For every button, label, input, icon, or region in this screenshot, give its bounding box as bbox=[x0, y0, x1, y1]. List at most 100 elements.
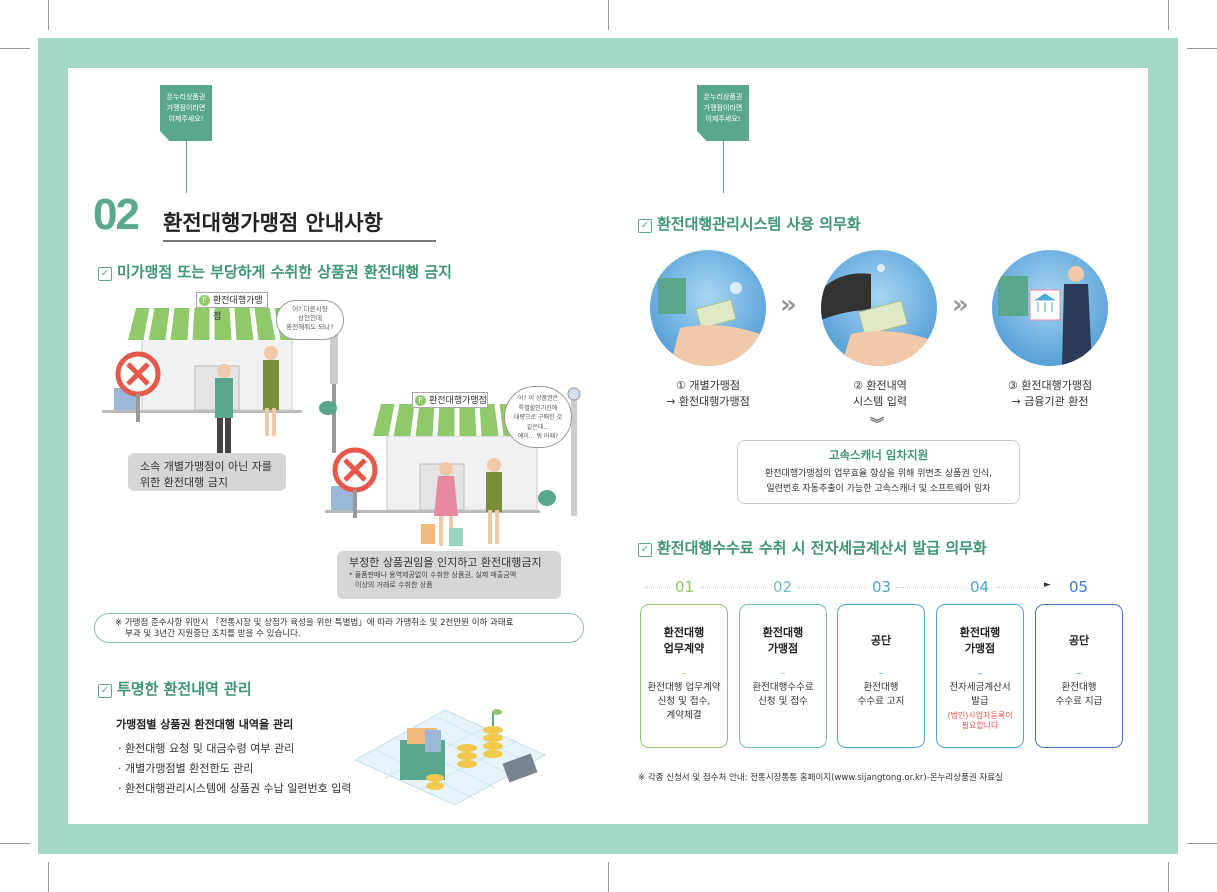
process-card-3: 공단 – 환전대행 수수료 고지 bbox=[837, 604, 925, 748]
list-item: · 개별가맹점별 환전한도 관리 bbox=[118, 762, 254, 775]
chevron-down-icon: ︾ bbox=[870, 417, 884, 433]
crop-mark bbox=[48, 862, 49, 892]
brand-tag-right: 온누리상품권 가맹점이라면 이제주세요! bbox=[697, 85, 749, 141]
process-card-2: 환전대행 가맹점 – 환전대행수수료 신청 및 접수 bbox=[739, 604, 827, 748]
card-divider: – bbox=[681, 668, 687, 679]
checkbox-icon: ✓ bbox=[638, 543, 652, 557]
step-caption-line: → 환전대행가맹점 bbox=[666, 395, 750, 408]
card-divider: – bbox=[1076, 668, 1082, 679]
section-heading-text: 환전대행수수료 수취 시 전자세금계산서 발급 의무화 bbox=[657, 539, 987, 557]
prohibition-box-2: 부정한 상품권임을 인지하고 환전대행금지 * 물품판매나 용역제공없이 수취한… bbox=[337, 551, 561, 599]
double-chevron-right-icon: » bbox=[952, 290, 969, 320]
crop-mark bbox=[0, 843, 30, 844]
section-heading-text: 환전대행관리시스템 사용 의무화 bbox=[657, 215, 861, 233]
section-number: 02 bbox=[93, 190, 140, 239]
card-desc: 환전대행 bbox=[863, 682, 899, 693]
section-heading-text: 미가맹점 또는 부당하게 수취한 상품권 환전대행 금지 bbox=[117, 263, 452, 281]
card-divider: – bbox=[977, 668, 983, 679]
card-desc: 신청 및 접수, bbox=[657, 696, 711, 707]
card-title: 업무계약 bbox=[663, 642, 705, 655]
note-line: 부과 및 3년간 지원중단 조치를 받을 수 있습니다. bbox=[125, 629, 301, 639]
step-number: 04 bbox=[970, 578, 990, 596]
crop-mark bbox=[1187, 48, 1217, 49]
process-card-4: 환전대행 가맹점 – 전자세금계산서 발급 (법인)사업자등록이 필요합니다 bbox=[936, 604, 1024, 748]
card-divider: – bbox=[780, 668, 786, 679]
prohibition-box-1: 소속 개별가맹점이 아닌 자를 위한 환전대행 금지 bbox=[128, 453, 286, 491]
card-title: 가맹점 bbox=[767, 642, 799, 655]
list-item: · 환전대행관리시스템에 상품권 수납 일련번호 입력 bbox=[118, 782, 352, 795]
crop-mark bbox=[608, 0, 609, 30]
brand-tag-line: 가맹점이라면 bbox=[166, 104, 206, 112]
card-title: 환전대행 bbox=[663, 626, 705, 639]
timeline-dots bbox=[700, 587, 768, 588]
exchange-illustration bbox=[658, 278, 760, 366]
bubble-line: 에이... 뭐 어때? bbox=[517, 433, 559, 440]
step-caption-line: ③ 환전대행가맹점 bbox=[1007, 379, 1093, 392]
card-title: 환전대행 bbox=[959, 626, 1001, 639]
step-number: 02 bbox=[773, 578, 793, 596]
card-desc: 환전대행수수료 bbox=[752, 682, 814, 693]
note-line: ※ 가맹점 준수사항 위반시 「전통시장 및 상점가 육성을 위한 특별법」에 … bbox=[115, 618, 514, 628]
box-sub-text: * 물품판매나 용역제공없이 수취한 상품권, 실제 매출금액 bbox=[349, 571, 517, 579]
crop-mark bbox=[1168, 0, 1169, 30]
tag-line bbox=[723, 141, 724, 193]
timeline-dots bbox=[798, 587, 866, 588]
card-title: 공단 bbox=[870, 634, 892, 647]
brand-tag-line: 이제주세요! bbox=[168, 115, 204, 123]
sign-logo-icon: F bbox=[199, 295, 210, 306]
sign-logo-icon: F bbox=[415, 395, 426, 406]
section-heading-system: ✓ 환전대행관리시스템 사용 의무화 bbox=[638, 213, 861, 234]
step-caption-3: ③ 환전대행가맹점 → 금융기관 환전 bbox=[982, 378, 1118, 410]
shop-illustration-1 bbox=[102, 307, 341, 454]
section-heading-prohibition: ✓ 미가맹점 또는 부당하게 수취한 상품권 환전대행 금지 bbox=[98, 261, 452, 282]
card-desc: 환전대행 업무계약 bbox=[647, 682, 721, 693]
card-desc: 수수료 고지 bbox=[857, 696, 905, 707]
step-caption-line: ① 개별가맹점 bbox=[676, 379, 740, 392]
brand-tag-line: 온누리상품권 bbox=[166, 93, 206, 101]
step-number: 03 bbox=[872, 578, 892, 596]
shop-sign-text: 환전대행가맹점 bbox=[213, 296, 263, 322]
bubble-line: 대량으로 구매한 것 bbox=[514, 414, 562, 421]
bubble-line: 환전해줘도 되나? bbox=[286, 323, 334, 331]
crop-mark bbox=[1168, 862, 1169, 892]
box-line: 위한 환전대행 금지 bbox=[140, 476, 228, 489]
card-title: 가맹점 bbox=[964, 642, 996, 655]
step-caption-line: ② 환전내역 bbox=[853, 379, 907, 392]
checkbox-icon: ✓ bbox=[98, 267, 112, 281]
card-title: 환전대행 bbox=[762, 626, 804, 639]
step-circle-3 bbox=[992, 250, 1108, 366]
step-circle-2 bbox=[821, 250, 937, 366]
scanner-support-box: 고속스캐너 임차지원 환전대행가맹점의 업무효율 향상을 위해 위변조 상품권 … bbox=[737, 440, 1020, 504]
step-caption-2: ② 환전내역 시스템 입력 bbox=[812, 378, 948, 410]
step-number: 05 bbox=[1069, 578, 1089, 596]
bubble-line: 상인인데 bbox=[298, 314, 322, 322]
card-warning: (법인)사업자등록이 bbox=[947, 711, 1013, 720]
card-desc: 환전대행 bbox=[1061, 682, 1097, 693]
section-heading-text: 투명한 환전내역 관리 bbox=[117, 680, 252, 698]
checkbox-icon: ✓ bbox=[98, 684, 112, 698]
shop-sign: F 환전대행가맹점 bbox=[412, 392, 488, 408]
card-desc: 신청 및 접수 bbox=[758, 696, 808, 707]
crop-mark bbox=[48, 0, 49, 30]
scanner-desc-line: 환전대행가맹점의 업무효율 향상을 위해 위변조 상품권 인식, bbox=[764, 469, 993, 479]
speech-bubble-2: 어? 이 상품권은 특별할인기간에 대량으로 구매한 것 같은데... 에이..… bbox=[504, 386, 572, 448]
step-number: 01 bbox=[675, 578, 695, 596]
double-chevron-right-icon: » bbox=[780, 290, 797, 320]
brand-tag-line: 온누리상품권 bbox=[703, 93, 743, 101]
card-desc: 계약체결 bbox=[666, 710, 702, 721]
bubble-line: 특별할인기간에 bbox=[518, 404, 558, 412]
box-main-text: 부정한 상품권임을 인지하고 환전대행금지 bbox=[349, 556, 542, 569]
step-caption-line: → 금융기관 환전 bbox=[1011, 395, 1089, 408]
bubble-line: 어? 다른시장 bbox=[292, 305, 328, 313]
section-heading-tax-invoice: ✓ 환전대행수수료 수취 시 전자세금계산서 발급 의무화 bbox=[638, 537, 987, 558]
shop-sign-text: 환전대행가맹점 bbox=[429, 396, 487, 406]
list-heading: 가맹점별 상품권 환전대행 내역을 관리 bbox=[116, 718, 294, 731]
list-item: · 환전대행 요청 및 대금수령 여부 관리 bbox=[118, 742, 295, 755]
page-title: 환전대행가맹점 안내사항 bbox=[163, 211, 383, 235]
coins-illustration bbox=[353, 709, 547, 806]
box-sub-text: 이상의 거래로 수취한 상품 bbox=[355, 580, 433, 589]
footnote: ※ 각종 신청서 및 접수처 안내: 전통시장통통 홈페이지(www.sijan… bbox=[638, 773, 1003, 783]
process-card-5: 공단 – 환전대행 수수료 지급 bbox=[1035, 604, 1123, 748]
checkbox-icon: ✓ bbox=[638, 219, 652, 233]
timeline-arrow-icon: ► bbox=[1044, 580, 1051, 590]
